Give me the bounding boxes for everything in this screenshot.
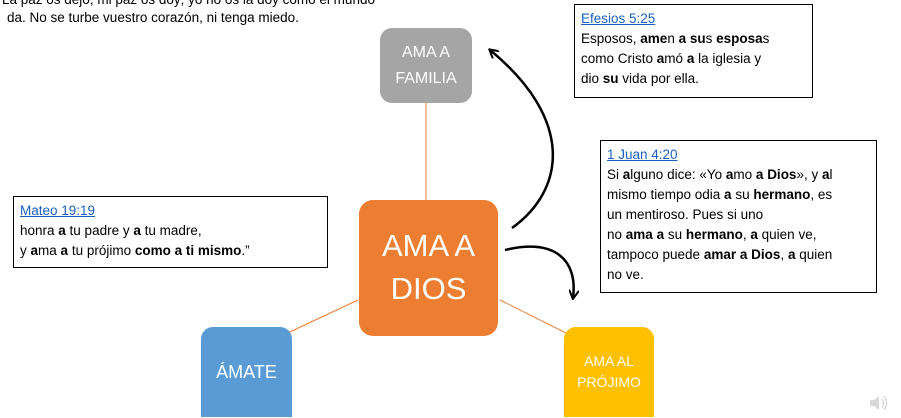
verse-juan-ref[interactable]: 1 Juan 4:20	[607, 147, 678, 162]
verse-bold-run: a	[686, 51, 695, 66]
verse-bold-run: como a ti mismo	[134, 243, 242, 258]
node-amate-label: ÁMATE	[216, 361, 277, 382]
verse-efesios: Efesios 5:25 Esposos, amen a sus esposas…	[574, 4, 813, 98]
verse-bold-run: a	[678, 31, 687, 46]
verse-run: ,	[742, 227, 751, 242]
verse-run: lguno dice: «Yo	[630, 167, 726, 182]
verse-run: como Cristo	[581, 51, 657, 66]
verse-bold-run: a	[656, 227, 665, 242]
verse-run: tu madre,	[140, 223, 202, 238]
verse-run: quien	[795, 247, 833, 262]
verse-bold-run: Dios	[767, 167, 797, 182]
verse-run: », y	[796, 167, 822, 182]
verse-run: un mentiroso. Pues si uno	[607, 207, 764, 222]
verse-line: como Cristo amó a la iglesia y	[581, 49, 806, 69]
verse-run: dio	[581, 71, 603, 86]
verse-run: su	[731, 187, 754, 202]
verse-run: Esposos,	[581, 31, 641, 46]
node-familia-line2: FAMILIA	[395, 69, 457, 87]
verse-run: tu prójimo	[68, 243, 135, 258]
node-dios-line1: AMA A	[381, 228, 476, 264]
verse-bold-run: esposa	[716, 31, 763, 46]
verse-bold-run: su	[689, 31, 706, 46]
verse-line: y ama a tu prójimo como a ti mismo.”	[20, 241, 321, 261]
top-quote: La paz os dejo, mi paz os doy; yo no os …	[2, 0, 375, 27]
arrow-to-familia	[490, 50, 554, 230]
verse-run: , es	[810, 187, 833, 202]
verse-bold-run: hermano	[685, 227, 743, 242]
verse-bold-run: a	[724, 187, 732, 202]
verse-line: un mentiroso. Pues si uno	[607, 205, 870, 225]
verse-run: honra	[20, 223, 59, 238]
verse-run: mó	[664, 51, 687, 66]
verse-run: ,	[780, 247, 788, 262]
verse-line: honra a tu padre y a tu madre,	[20, 221, 321, 241]
top-quote-line2: da. No se turbe vuestro corazón, ni teng…	[7, 10, 299, 25]
verse-line: Esposos, amen a sus esposas	[581, 29, 806, 49]
verse-run: tampoco puede	[607, 247, 704, 262]
verse-efesios-ref[interactable]: Efesios 5:25	[581, 11, 656, 26]
arrow-to-projimo	[504, 245, 574, 298]
verse-bold-run: a	[725, 167, 734, 182]
verse-run: l	[829, 167, 833, 182]
node-projimo-line2: PRÓJIMO	[577, 374, 641, 390]
verse-run: mismo tiempo odia	[607, 187, 725, 202]
verse-run: n	[667, 31, 679, 46]
verse-run: .”	[241, 243, 250, 258]
verse-line: Si alguno dice: «Yo amo a Dios», y al	[607, 165, 870, 185]
node-dios-line2: DIOS	[390, 271, 467, 306]
verse-mateo-text: honra a tu padre y a tu madre,y ama a tu…	[20, 221, 321, 261]
verse-bold-run: a	[60, 243, 69, 258]
verse-line: mismo tiempo odia a su hermano, es	[607, 185, 870, 205]
verse-run: la iglesia y	[694, 51, 762, 66]
verse-bold-run: Dios	[751, 247, 781, 262]
verse-bold-run: a	[821, 167, 830, 182]
verse-run: vida por ella.	[618, 71, 699, 86]
verse-bold-run: hermano	[753, 187, 811, 202]
verse-run: su	[664, 227, 686, 242]
verse-line: tampoco puede amar a Dios, a quien	[607, 245, 870, 265]
verse-mateo-ref[interactable]: Mateo 19:19	[20, 203, 96, 218]
verse-bold-run: ame	[640, 31, 668, 46]
node-familia-line1: AMA A	[401, 43, 450, 61]
verse-run: ma	[38, 243, 61, 258]
verse-line: dio su vida por ella.	[581, 69, 806, 89]
verse-bold-run: a	[739, 247, 748, 262]
verse-run: y	[20, 243, 31, 258]
verse-bold-run: su	[602, 71, 619, 86]
verse-run: no ve.	[607, 267, 644, 282]
verse-run: no	[607, 227, 626, 242]
verse-mateo: Mateo 19:19 honra a tu padre y a tu madr…	[13, 196, 328, 268]
verse-run: Si	[607, 167, 623, 182]
verse-line: no ve.	[607, 265, 870, 285]
verse-run: tu padre y	[65, 223, 134, 238]
node-amate: ÁMATE	[201, 327, 292, 417]
verse-bold-run: a	[750, 227, 758, 242]
node-projimo-line1: AMA AL	[584, 352, 634, 369]
verse-run: mo	[733, 167, 756, 182]
node-ama-a-dios: AMA A DIOS	[359, 200, 498, 336]
verse-bold-run: a	[133, 223, 141, 238]
verse-bold-run: a	[622, 167, 631, 182]
verse-bold-run: ama	[625, 227, 653, 242]
verse-run: s	[762, 31, 770, 46]
verse-run: s	[705, 31, 717, 46]
verse-line: no ama a su hermano, a quien ve,	[607, 225, 870, 245]
verse-bold-run: amar	[703, 247, 737, 262]
verse-juan: 1 Juan 4:20 Si alguno dice: «Yo amo a Di…	[600, 140, 877, 293]
top-quote-line1: La paz os dejo, mi paz os doy; yo no os …	[2, 0, 375, 9]
speaker-icon[interactable]	[868, 393, 890, 413]
verse-bold-run: a	[30, 243, 39, 258]
verse-bold-run: a	[787, 247, 796, 262]
node-ama-al-projimo: AMA AL PRÓJIMO	[564, 327, 654, 417]
verse-bold-run: a	[656, 51, 665, 66]
verse-bold-run: a	[755, 167, 764, 182]
verse-bold-run: a	[58, 223, 66, 238]
verse-run: quien ve,	[757, 227, 817, 242]
node-ama-a-familia: AMA A FAMILIA	[380, 28, 472, 103]
